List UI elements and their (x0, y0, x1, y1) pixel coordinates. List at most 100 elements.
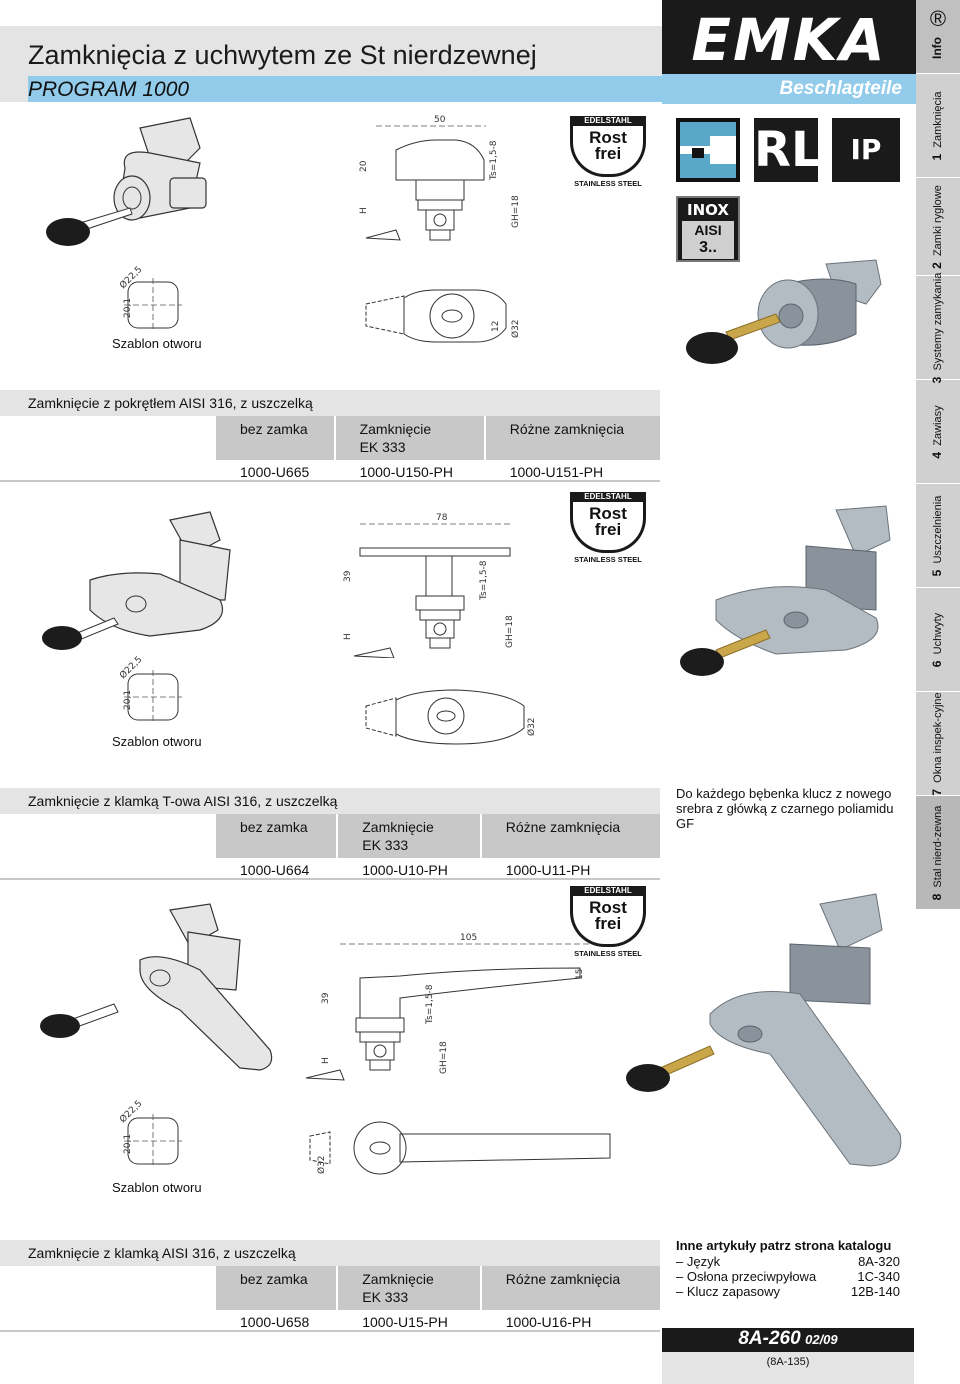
section-title-1: Zamknięcie z pokrętłem AISI 316, z uszcz… (0, 390, 660, 416)
page-reference: (8A-135) (766, 1356, 810, 1368)
dim-H: H (321, 1057, 331, 1064)
page-title: Zamknięcia z uchwytem ze St nierdzewnej (28, 40, 537, 70)
part-number: 1000-U664 (240, 862, 310, 878)
list-item: – Klucz zapasowy 12B-140 (676, 1284, 900, 1299)
dim-gh: GH=18 (511, 195, 521, 228)
ip65-badge: IP 65 (832, 118, 900, 230)
subtitle-band: PROGRAM 1000 (28, 76, 662, 102)
divider (0, 1330, 660, 1332)
divider (0, 878, 660, 880)
catalog-ref: 12B-140 (850, 1284, 900, 1299)
aisi-number: 3.. (699, 239, 717, 256)
rost-frei-badge: EDELSTAHL Rost frei STAINLESS STEEL (570, 116, 646, 188)
rost-frei-badge: EDELSTAHL Rost frei STAINLESS STEEL (570, 492, 646, 564)
dim-ts: Ts=1,5-8 (489, 140, 499, 181)
page-number-bar (662, 1328, 914, 1352)
brand-logo: EMKA (691, 6, 887, 74)
part-number: 1000-U665 (240, 464, 310, 480)
brand-subtitle-band: Beschlagteile (662, 74, 916, 104)
list-item: – Język 8A-320 (676, 1254, 900, 1269)
list-item: – Osłona przeciwpyłowa 1C-340 (676, 1269, 900, 1284)
dim-sq: 20,1 (123, 1134, 133, 1154)
part-number: 1000-U658 (240, 1314, 310, 1330)
mount-panel-icon (680, 122, 736, 178)
section-title-3: Zamknięcie z klamką AISI 316, z uszczelk… (0, 1240, 660, 1266)
tab-stal-nierdzewna[interactable]: 8 Stal nierd-zewna (916, 796, 960, 910)
tab-info[interactable]: ® Info (916, 0, 960, 74)
tab-systemy-zamykania[interactable]: 3 Systemy zamykania (916, 272, 960, 383)
registered-mark: ® (929, 6, 947, 31)
col-rozne: Różne zamknięcia (479, 814, 660, 858)
panel-icon (676, 118, 740, 182)
product-photo-knob (686, 259, 882, 364)
tab-uchwyty[interactable]: 6 Uchwyty (916, 588, 960, 692)
rost-frei-badge: EDELSTAHL Rost frei STAINLESS STEEL (570, 886, 646, 958)
section-title-2: Zamknięcie z klamką T-owa AISI 316, z us… (0, 788, 660, 814)
hole-template-3: Ø22,5 20,1 (118, 1098, 182, 1168)
dim-sq: 20,1 (123, 690, 133, 710)
tech-drawing-t-front: Ø32 (365, 689, 537, 745)
dim-height: 20 (359, 160, 369, 172)
inox-label: INOX (687, 201, 729, 219)
page-subtitle: PROGRAM 1000 (28, 78, 190, 101)
dim-ts: Ts=1,5-8 (479, 560, 489, 601)
dim-ts: Ts=1,5-8 (425, 984, 435, 1025)
col-bez-zamka: bez zamka (216, 1266, 338, 1310)
stainless-label: STAINLESS STEEL (574, 179, 642, 188)
tab-okna-inspekcyjne[interactable]: 7 Okna inspek-cyjne (916, 692, 960, 796)
divider (0, 480, 660, 482)
tab-zamki-ryglowe[interactable]: 2 Zamki ryglowe (916, 178, 960, 276)
hole-template-1: Ø22,5 20,1 (118, 264, 182, 332)
other-articles-list: – Język 8A-320 – Osłona przeciwpyłowa 1C… (676, 1254, 900, 1299)
tech-drawing-knob-front: 12 Ø32 (365, 289, 521, 343)
aisi-label: AISI (694, 222, 722, 238)
rl-badge: RL (754, 118, 822, 182)
product-sketch-knob (46, 117, 207, 246)
col-rozne: Różne zamknięcia (483, 416, 660, 460)
logo-box (662, 0, 916, 74)
dim-sq: 20,1 (123, 298, 133, 318)
tech-drawing-lever-side: 105 39 H 15 Ts=1,5-8 GH=18 (305, 933, 590, 1081)
catalog-ref: 1C-340 (857, 1269, 900, 1284)
key-note: Do każdego bębenka klucz z nowego srebra… (676, 786, 894, 831)
dim-H: H (343, 633, 353, 640)
dim-height: 39 (321, 992, 331, 1004)
tab-zawiasy[interactable]: 4 Zawiasy (916, 380, 960, 484)
col-rozne: Różne zamknięcia (479, 1266, 660, 1310)
product-photo-lever (626, 893, 902, 1167)
catalog-ref: 8A-320 (858, 1254, 900, 1269)
tab-zamkniecia[interactable]: 1 Zamknięcia (916, 74, 960, 178)
tab-uszczelnienia[interactable]: 5 Uszczelnienia (916, 484, 960, 588)
dim-gh: GH=18 (439, 1041, 449, 1074)
product-photo-t-handle (680, 505, 891, 676)
dim-H: H (359, 207, 369, 214)
hole-template-label-2: Szablon otworu (112, 734, 202, 749)
rost-top-label: EDELSTAHL (570, 116, 646, 126)
frei-label: frei (594, 144, 622, 163)
page-number: 8A-260 02/09 (738, 1328, 838, 1349)
inox-badge: INOX AISI 3.. (676, 196, 740, 262)
hole-template-label-3: Szablon otworu (112, 1180, 202, 1195)
dim-d32: Ø32 (510, 319, 521, 338)
dim-width: 50 (434, 115, 446, 125)
dim-height: 39 (343, 570, 353, 582)
dim-12: 12 (491, 321, 501, 332)
product-sketch-t-handle (42, 511, 231, 650)
dim-d32: Ø32 (526, 717, 537, 736)
tech-drawing-knob-side: 50 20 H Ts=1,5-8 GH=18 (359, 115, 521, 241)
product-sketch-lever (40, 903, 273, 1071)
dim-gh: GH=18 (505, 615, 515, 648)
hole-template-2: Ø22,5 20,1 (118, 654, 182, 724)
side-tabs: ® Info 1 Zamknięcia 2 Zamki ryglowe 3 Sy… (916, 0, 960, 910)
page-date: 02/09 (805, 1332, 838, 1347)
col-bez-zamka: bez zamka (216, 814, 338, 858)
tech-drawing-t-side: 78 39 H Ts=1,5-8 GH=18 (343, 513, 515, 658)
col-bez-zamka: bez zamka (216, 416, 335, 460)
brand-subtitle: Beschlagteile (779, 78, 903, 99)
tech-drawing-lever-front: Ø32 (309, 1121, 611, 1175)
